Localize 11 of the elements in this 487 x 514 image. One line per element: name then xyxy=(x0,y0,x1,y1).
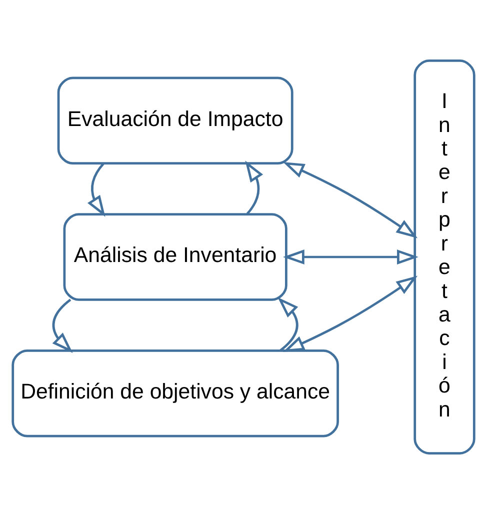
arrow xyxy=(278,297,298,352)
node-box: Interpretación xyxy=(414,60,476,454)
arrow xyxy=(282,276,418,352)
arrow xyxy=(52,298,73,353)
arrow xyxy=(282,162,418,238)
arrow xyxy=(245,160,264,215)
node-box: Evaluación de Impacto xyxy=(57,76,294,164)
node-box: Análisis de Inventario xyxy=(63,213,288,301)
arrow xyxy=(87,162,106,217)
arrow xyxy=(282,250,418,264)
node-box: Definición de objetivos y alcance xyxy=(12,350,339,438)
